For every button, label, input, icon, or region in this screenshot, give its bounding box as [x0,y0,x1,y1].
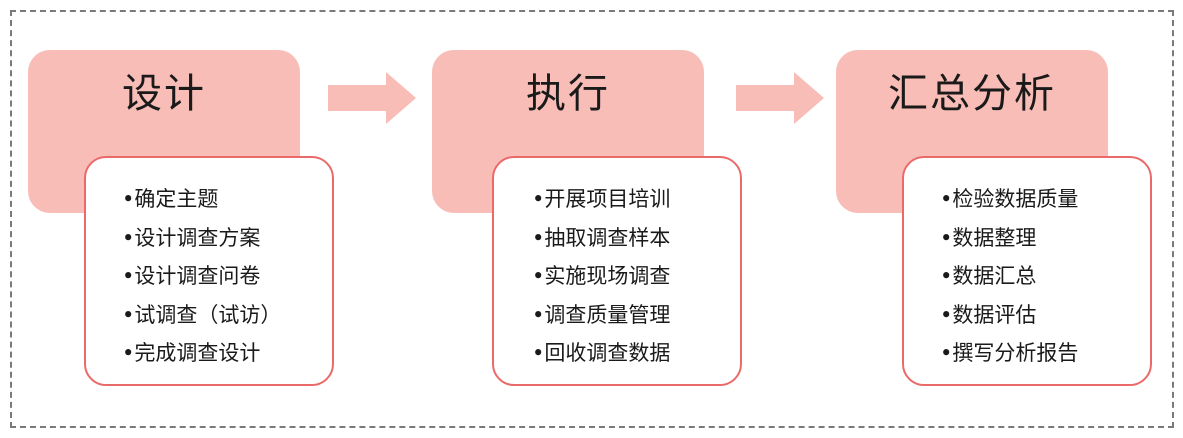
dashed-frame [10,10,1174,428]
stage-title: 汇总分析 [888,71,1056,117]
stage-detail-box: •开展项目培训 •抽取调查样本 •实施现场调查 •调查质量管理 •回收调查数据 [492,156,742,386]
right-arrow-icon [736,72,824,124]
stage-title: 执行 [526,71,610,117]
stage-detail-box: •检验数据质量 •数据整理 •数据汇总 •数据评估 •撰写分析报告 [902,156,1152,386]
detail-item: •数据评估 [940,302,1037,327]
stage-title: 设计 [122,71,206,117]
detail-item: •设计调查问卷 [122,264,261,288]
stage-detail-list: •检验数据质量 •数据整理 •数据汇总 •数据评估 •撰写分析报告 [940,180,1150,373]
detail-item: •数据汇总 [940,264,1037,288]
detail-item: •调查质量管理 [532,302,671,327]
detail-item: •试调查（试访） [122,302,282,327]
detail-item: •撰写分析报告 [940,341,1079,365]
detail-item: •回收调查数据 [532,341,671,365]
stage-detail-list: •开展项目培训 •抽取调查样本 •实施现场调查 •调查质量管理 •回收调查数据 [532,180,740,373]
detail-item: •开展项目培训 [532,187,671,211]
detail-item: •完成调查设计 [122,341,261,365]
stage-detail-list: •确定主题 •设计调查方案 •设计调查问卷 •试调查（试访） •完成调查设计 [122,180,332,373]
detail-item: •设计调查方案 [122,225,261,250]
detail-item: •抽取调查样本 [532,225,671,250]
detail-item: •数据整理 [940,225,1037,250]
stage-detail-box: •确定主题 •设计调查方案 •设计调查问卷 •试调查（试访） •完成调查设计 [84,156,334,386]
right-arrow-icon [328,72,416,124]
detail-item: •确定主题 [122,187,219,211]
detail-item: •实施现场调查 [532,264,671,288]
detail-item: •检验数据质量 [940,187,1079,211]
